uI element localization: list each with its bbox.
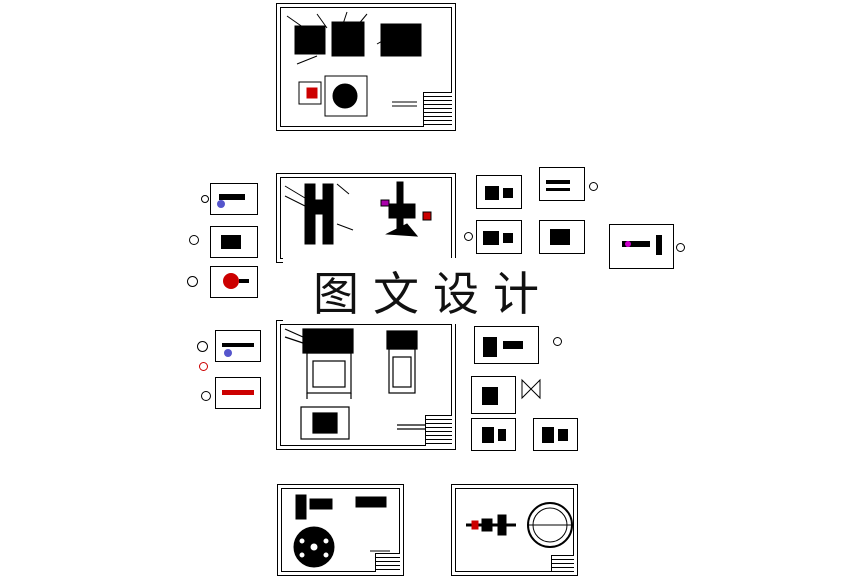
part-drawing-right-2[interactable] — [539, 167, 585, 201]
part-drawing-left-3[interactable] — [210, 266, 258, 298]
part-drawing-right-4[interactable] — [539, 220, 585, 254]
circle-marker — [201, 391, 211, 401]
sheet-graphics — [284, 181, 432, 245]
drawing-sheet-assembly-lower[interactable] — [276, 320, 456, 450]
drawing-sheet-assembly-top[interactable] — [276, 3, 456, 131]
part-drawing-right-5[interactable] — [609, 224, 674, 269]
part-drawing-right-8[interactable] — [471, 418, 516, 451]
drawing-sheet-assembly-middle[interactable] — [276, 173, 456, 263]
part-drawing-right-9[interactable] — [533, 418, 578, 451]
circle-marker — [589, 182, 598, 191]
part-drawing-left-1[interactable] — [210, 183, 258, 215]
circle-marker — [464, 232, 473, 241]
sheet-graphics — [293, 494, 390, 568]
part-drawing-left-4[interactable] — [215, 330, 261, 362]
circle-marker — [197, 341, 208, 352]
circle-marker — [201, 195, 209, 203]
circle-marker — [189, 235, 199, 245]
sheet-graphics — [286, 11, 422, 117]
cross-symbol — [521, 378, 541, 400]
sheet-graphics — [284, 328, 427, 440]
part-drawing-right-6[interactable] — [474, 326, 539, 364]
part-drawing-left-5[interactable] — [215, 377, 261, 409]
part-drawing-right-1[interactable] — [476, 175, 522, 209]
part-drawing-right-7[interactable] — [471, 376, 516, 414]
watermark-text: 图文设计 — [313, 267, 553, 321]
circle-marker — [187, 276, 198, 287]
watermark: 图文设计 — [283, 258, 583, 324]
circle-marker — [676, 243, 685, 252]
part-drawing-right-3[interactable] — [476, 220, 522, 254]
sheet-graphics — [466, 502, 573, 548]
circle-marker — [553, 337, 562, 346]
circle-marker — [199, 362, 208, 371]
part-drawing-left-2[interactable] — [210, 226, 258, 258]
drawing-sheet-bottom-right[interactable] — [451, 484, 578, 576]
drawing-sheet-bottom-left[interactable] — [277, 484, 404, 576]
